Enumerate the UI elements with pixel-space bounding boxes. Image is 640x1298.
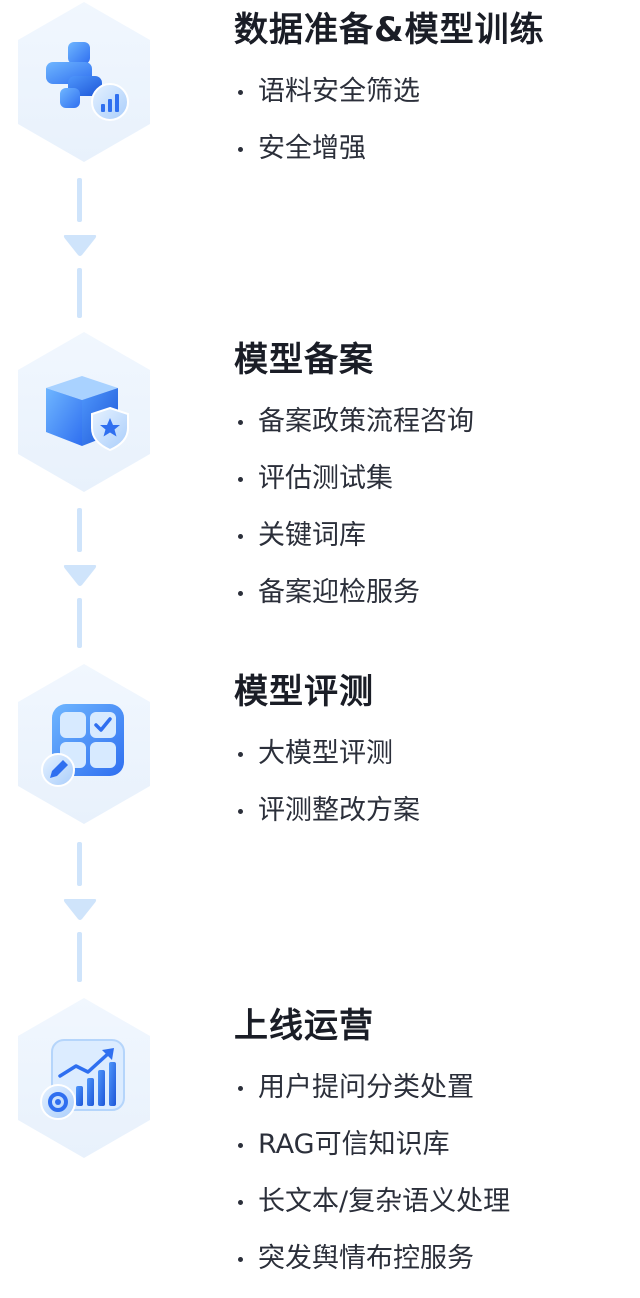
arrow-down-icon	[62, 232, 98, 258]
stage-item-list: 备案政策流程咨询 评估测试集 关键词库 备案迎检服务	[234, 404, 634, 611]
list-item: 备案迎检服务	[234, 575, 634, 611]
stage-title: 上线运营	[234, 1006, 374, 1046]
list-item: 长文本/复杂语义处理	[234, 1184, 634, 1220]
list-item-label: 长文本/复杂语义处理	[258, 1186, 511, 1217]
bullet-icon	[238, 147, 243, 152]
bullet-icon	[238, 591, 243, 596]
bullet-icon	[238, 420, 243, 425]
bullet-icon	[238, 809, 243, 814]
list-item-label: 语料安全筛选	[258, 76, 420, 107]
connector-line	[77, 508, 82, 552]
list-item-label: 评估测试集	[258, 463, 393, 494]
flow-connector	[62, 178, 98, 318]
bullet-icon	[238, 477, 243, 482]
stage-item-list: 用户提问分类处置 RAG可信知识库 长文本/复杂语义处理 突发舆情布控服务	[234, 1070, 634, 1277]
cube-shield-icon	[38, 366, 130, 458]
stage-model-evaluation	[14, 662, 154, 826]
stage-data-prep-text: 数据准备&模型训练 语料安全筛选 安全增强	[234, 8, 634, 188]
stage-item-list: 大模型评测 评测整改方案	[234, 736, 634, 829]
list-item-label: RAG可信知识库	[258, 1129, 450, 1160]
rising-chart-gear-icon	[38, 1032, 130, 1124]
stage-item-list: 语料安全筛选 安全增强	[234, 74, 634, 167]
stage-model-evaluation-text: 模型评测 大模型评测 评测整改方案	[234, 670, 634, 850]
bullet-icon	[238, 752, 243, 757]
list-item: 关键词库	[234, 518, 634, 554]
list-item-label: 备案迎检服务	[258, 577, 420, 608]
list-item-label: 备案政策流程咨询	[258, 406, 474, 437]
connector-line	[77, 842, 82, 886]
stage-online-operations-text: 上线运营 用户提问分类处置 RAG可信知识库 长文本/复杂语义处理 突发舆情布控…	[234, 1004, 634, 1298]
arrow-down-icon	[62, 896, 98, 922]
flow-connector	[62, 842, 98, 982]
list-item: 安全增强	[234, 131, 634, 167]
list-item: 评估测试集	[234, 461, 634, 497]
bullet-icon	[238, 1200, 243, 1205]
list-item: RAG可信知识库	[234, 1127, 634, 1163]
bullet-icon	[238, 1086, 243, 1091]
list-item: 语料安全筛选	[234, 74, 634, 110]
connector-line	[77, 932, 82, 982]
stage-title: 模型评测	[234, 672, 374, 712]
bullet-icon	[238, 90, 243, 95]
stage-model-filing	[14, 330, 154, 494]
list-item-label: 大模型评测	[258, 738, 393, 769]
list-item: 评测整改方案	[234, 793, 634, 829]
stage-model-filing-text: 模型备案 备案政策流程咨询 评估测试集 关键词库 备案迎检服务	[234, 338, 634, 632]
bullet-icon	[238, 1257, 243, 1262]
list-item: 备案政策流程咨询	[234, 404, 634, 440]
bullet-icon	[238, 1143, 243, 1148]
connector-line	[77, 268, 82, 318]
list-item-label: 安全增强	[258, 133, 366, 164]
list-item: 用户提问分类处置	[234, 1070, 634, 1106]
arrow-down-icon	[62, 562, 98, 588]
list-item-label: 用户提问分类处置	[258, 1072, 474, 1103]
connector-line	[77, 598, 82, 648]
stage-title: 数据准备&模型训练	[234, 10, 545, 50]
list-item-label: 评测整改方案	[258, 795, 420, 826]
list-item: 突发舆情布控服务	[234, 1241, 634, 1277]
list-item: 大模型评测	[234, 736, 634, 772]
stage-data-prep	[14, 0, 154, 164]
flow-connector	[62, 508, 98, 648]
puzzle-chart-icon	[38, 36, 130, 128]
list-item-label: 关键词库	[258, 520, 366, 551]
stage-title: 模型备案	[234, 340, 374, 380]
bullet-icon	[238, 534, 243, 539]
list-item-label: 突发舆情布控服务	[258, 1243, 474, 1274]
grid-check-pencil-icon	[38, 698, 130, 790]
connector-line	[77, 178, 82, 222]
stage-online-operations	[14, 996, 154, 1160]
